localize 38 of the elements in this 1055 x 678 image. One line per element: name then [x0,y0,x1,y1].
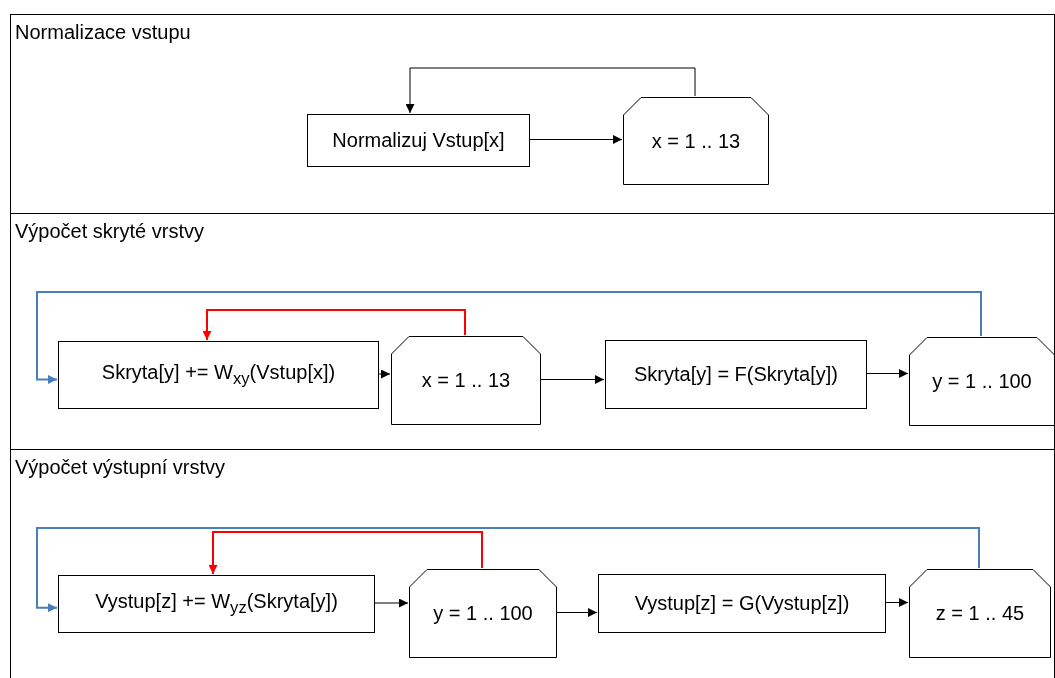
loop-limit-shape [391,336,541,425]
loop-limit-shape [909,569,1051,658]
panel-heading: Normalizace vstupu [15,21,191,44]
step-text: z = 1 .. 45 [935,602,1025,625]
arrow [528,135,623,144]
step-text: Skryta[y] += W$_{xy}$(Vstup[x]) [101,361,336,389]
step-text: x = 1 .. 13 [651,129,741,153]
process-box [605,340,867,409]
step-text: y = 1 .. 100 [932,370,1032,393]
arrow [377,369,391,379]
step-text: Vystup[z] = G(Vystup[z]) [634,592,850,615]
arrow [373,598,409,608]
step-text: x = 1 .. 13 [421,369,511,392]
panel-heading: Výpočet výstupní vrstvy [15,456,226,479]
step-text: Vystup[z] += W$_{yz}$(Skryta[y]) [95,590,338,618]
panel [10,14,1055,213]
loop-limit-shape [409,569,557,658]
panel [10,449,1055,678]
panel-heading: Výpočet skryté vrstvy [15,220,204,243]
loop-back-arrow [202,309,466,341]
process-box [58,341,379,409]
arrow [884,598,909,607]
process-box [307,114,530,167]
step-text: y = 1 .. 100 [433,602,533,625]
arrow [539,375,605,384]
loop-limit-shape [909,337,1055,426]
process-box [598,574,886,633]
arrow [865,369,909,378]
loop-back-arrow [405,67,696,114]
loop-limit-shape [623,97,769,185]
arrow [555,608,598,617]
step-text: Normalizuj Vstup[x] [332,129,505,152]
loop-back-arrow [36,291,982,384]
panel [10,213,1055,449]
step-text: Skryta[y] = F(Skryta[y]) [634,363,838,386]
loop-back-arrow [36,527,980,613]
process-box [58,575,375,633]
loop-back-arrow [208,531,483,575]
